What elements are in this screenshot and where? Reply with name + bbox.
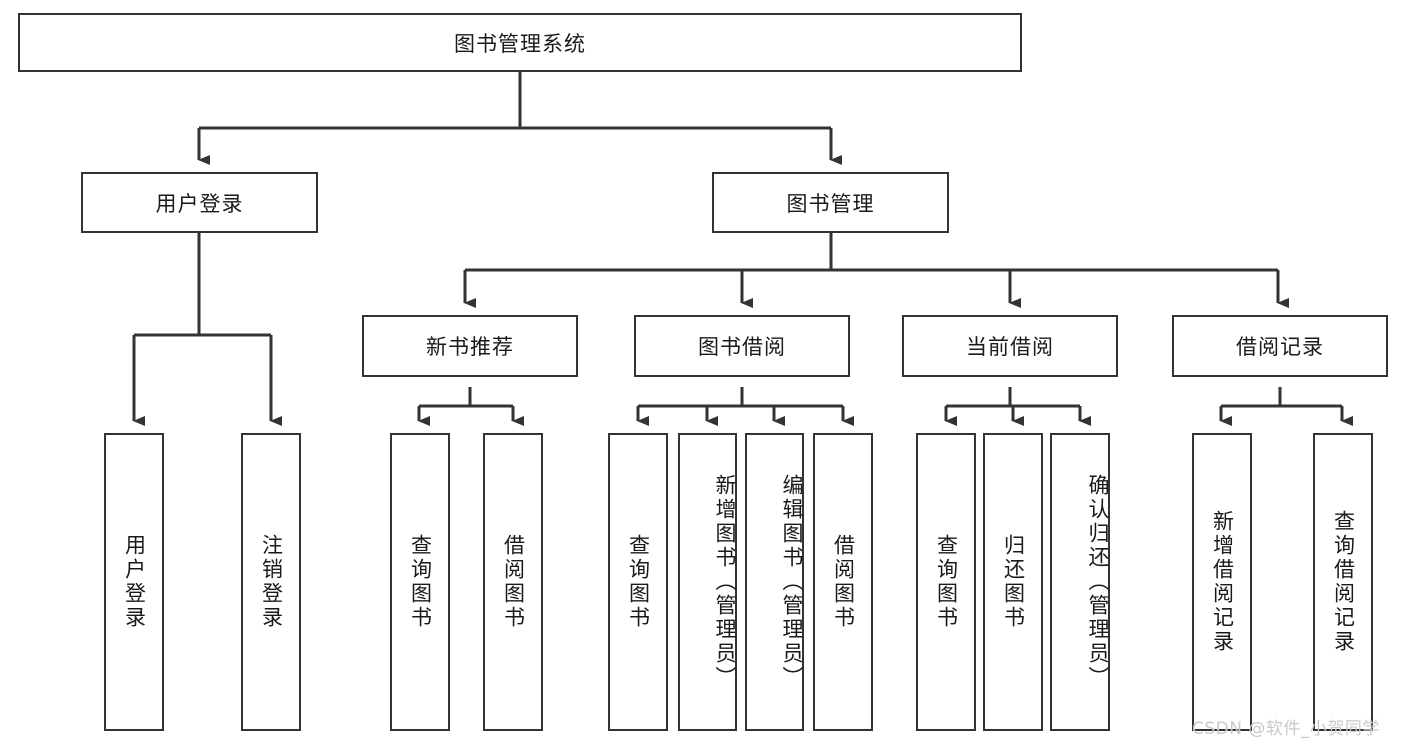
leaf-borrow-borrow-book-label: 借阅图书 — [831, 534, 856, 630]
leaf-record-add-record-label: 新增借阅记录 — [1210, 510, 1235, 654]
node-book-borrow[interactable]: 图书借阅 — [634, 315, 850, 377]
leaf-current-return-book[interactable]: 归还图书 — [983, 433, 1043, 731]
leaf-current-return-book-label: 归还图书 — [1001, 534, 1026, 630]
leaf-recommend-borrow-book[interactable]: 借阅图书 — [483, 433, 543, 731]
node-new-book-recommend[interactable]: 新书推荐 — [362, 315, 578, 377]
leaf-borrow-add-book[interactable]: 新增图书（管理员） — [678, 433, 737, 731]
leaf-recommend-borrow-book-label: 借阅图书 — [501, 534, 526, 630]
node-current-borrow[interactable]: 当前借阅 — [902, 315, 1118, 377]
node-book-management-label: 图书管理 — [786, 191, 875, 216]
leaf-user-login-login-label: 用户登录 — [122, 534, 147, 630]
leaf-borrow-edit-book[interactable]: 编辑图书（管理员） — [745, 433, 804, 731]
node-user-login-label: 用户登录 — [155, 191, 244, 216]
node-new-book-recommend-label: 新书推荐 — [426, 335, 514, 359]
node-book-borrow-label: 图书借阅 — [698, 335, 786, 359]
leaf-record-query-record-label: 查询借阅记录 — [1331, 510, 1356, 654]
leaf-current-query-book[interactable]: 查询图书 — [916, 433, 976, 731]
leaf-user-login-logout[interactable]: 注销登录 — [241, 433, 301, 731]
leaf-recommend-query-book[interactable]: 查询图书 — [390, 433, 450, 731]
leaf-borrow-add-book-label: 新增图书（管理员） — [713, 474, 737, 690]
leaf-current-confirm-return[interactable]: 确认归还（管理员） — [1050, 433, 1110, 731]
leaf-borrow-edit-book-label: 编辑图书（管理员） — [780, 474, 804, 690]
leaf-user-login-login[interactable]: 用户登录 — [104, 433, 164, 731]
leaf-current-query-book-label: 查询图书 — [934, 534, 959, 630]
leaf-record-add-record[interactable]: 新增借阅记录 — [1192, 433, 1252, 731]
leaf-user-login-logout-label: 注销登录 — [259, 534, 284, 630]
leaf-borrow-query-book[interactable]: 查询图书 — [608, 433, 668, 731]
leaf-recommend-query-book-label: 查询图书 — [408, 534, 433, 630]
node-user-login[interactable]: 用户登录 — [81, 172, 318, 233]
node-borrow-record[interactable]: 借阅记录 — [1172, 315, 1388, 377]
node-current-borrow-label: 当前借阅 — [966, 335, 1054, 359]
leaf-borrow-query-book-label: 查询图书 — [626, 534, 651, 630]
node-book-management[interactable]: 图书管理 — [712, 172, 949, 233]
node-root-label: 图书管理系统 — [454, 31, 586, 56]
leaf-current-confirm-return-label: 确认归还（管理员） — [1086, 474, 1110, 690]
node-root[interactable]: 图书管理系统 — [18, 13, 1022, 72]
leaf-record-query-record[interactable]: 查询借阅记录 — [1313, 433, 1373, 731]
node-borrow-record-label: 借阅记录 — [1236, 335, 1324, 359]
leaf-borrow-borrow-book[interactable]: 借阅图书 — [813, 433, 873, 731]
csdn-watermark: CSDN @软件_小贺同学 — [1192, 719, 1380, 739]
